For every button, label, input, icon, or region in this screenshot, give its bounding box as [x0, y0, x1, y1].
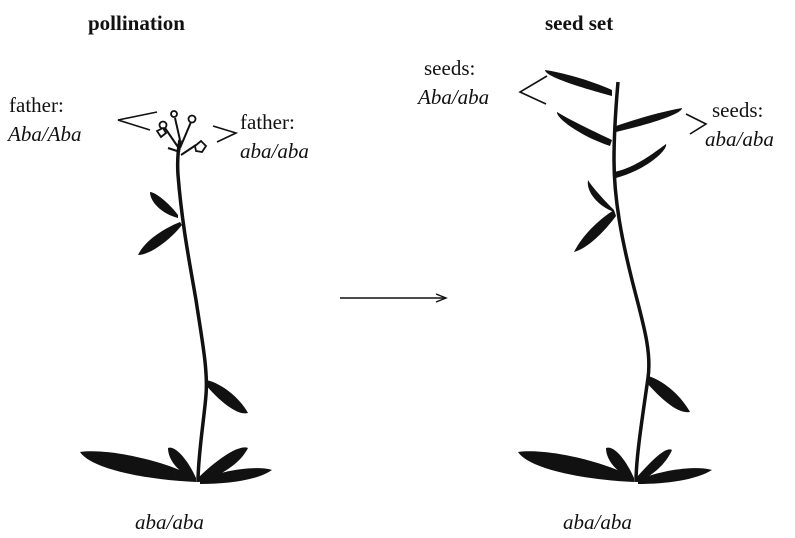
left-father-genotype-1: Aba/Aba: [8, 122, 82, 146]
seed-set-title: seed set: [545, 11, 614, 35]
right-silique-2: [616, 108, 682, 132]
left-father-label-2: father:: [240, 110, 295, 134]
right-seeds-right-bracket: [685, 113, 708, 135]
right-leaf-lower: [646, 376, 690, 413]
left-rosette-1: [80, 451, 196, 482]
left-leaf-upper-2: [138, 222, 182, 255]
right-plant: [518, 70, 712, 484]
left-leaf-lower: [205, 380, 248, 414]
right-silique-3: [556, 112, 612, 146]
right-stem: [612, 81, 651, 483]
left-rosette-2: [168, 447, 196, 480]
left-father-genotype-2: aba/aba: [240, 139, 309, 163]
left-rosette-3: [198, 447, 248, 482]
left-father-label-1: father:: [9, 93, 64, 117]
left-stem: [175, 139, 209, 483]
right-leaf-upper-1: [587, 180, 614, 212]
right-silique-4: [614, 144, 667, 178]
left-rosette-4: [200, 468, 272, 484]
right-seeds-label-2: seeds:: [712, 98, 764, 122]
right-seeds-genotype-2: aba/aba: [705, 127, 774, 151]
right-rosette-3: [636, 449, 672, 482]
right-mother-genotype: aba/aba: [563, 510, 632, 534]
right-rosette-1: [518, 451, 634, 482]
left-father-left-bracket: [117, 111, 158, 131]
right-seeds-genotype-1: Aba/aba: [418, 85, 490, 109]
left-leaf-upper-1: [150, 192, 178, 218]
left-flowers: [155, 110, 208, 153]
left-flower-stalks: [164, 117, 197, 156]
right-rosette-4: [638, 468, 712, 484]
process-arrow: [340, 293, 448, 303]
left-father-right-bracket: [212, 125, 239, 143]
pollination-title: pollination: [88, 11, 185, 35]
right-seeds-label-1: seeds:: [424, 56, 476, 80]
left-mother-genotype: aba/aba: [135, 510, 204, 534]
right-seeds-left-bracket: [518, 75, 548, 105]
right-rosette-2: [606, 447, 634, 480]
left-plant: [80, 110, 272, 484]
right-leaf-upper-2: [574, 210, 616, 252]
right-silique-1: [545, 70, 612, 96]
